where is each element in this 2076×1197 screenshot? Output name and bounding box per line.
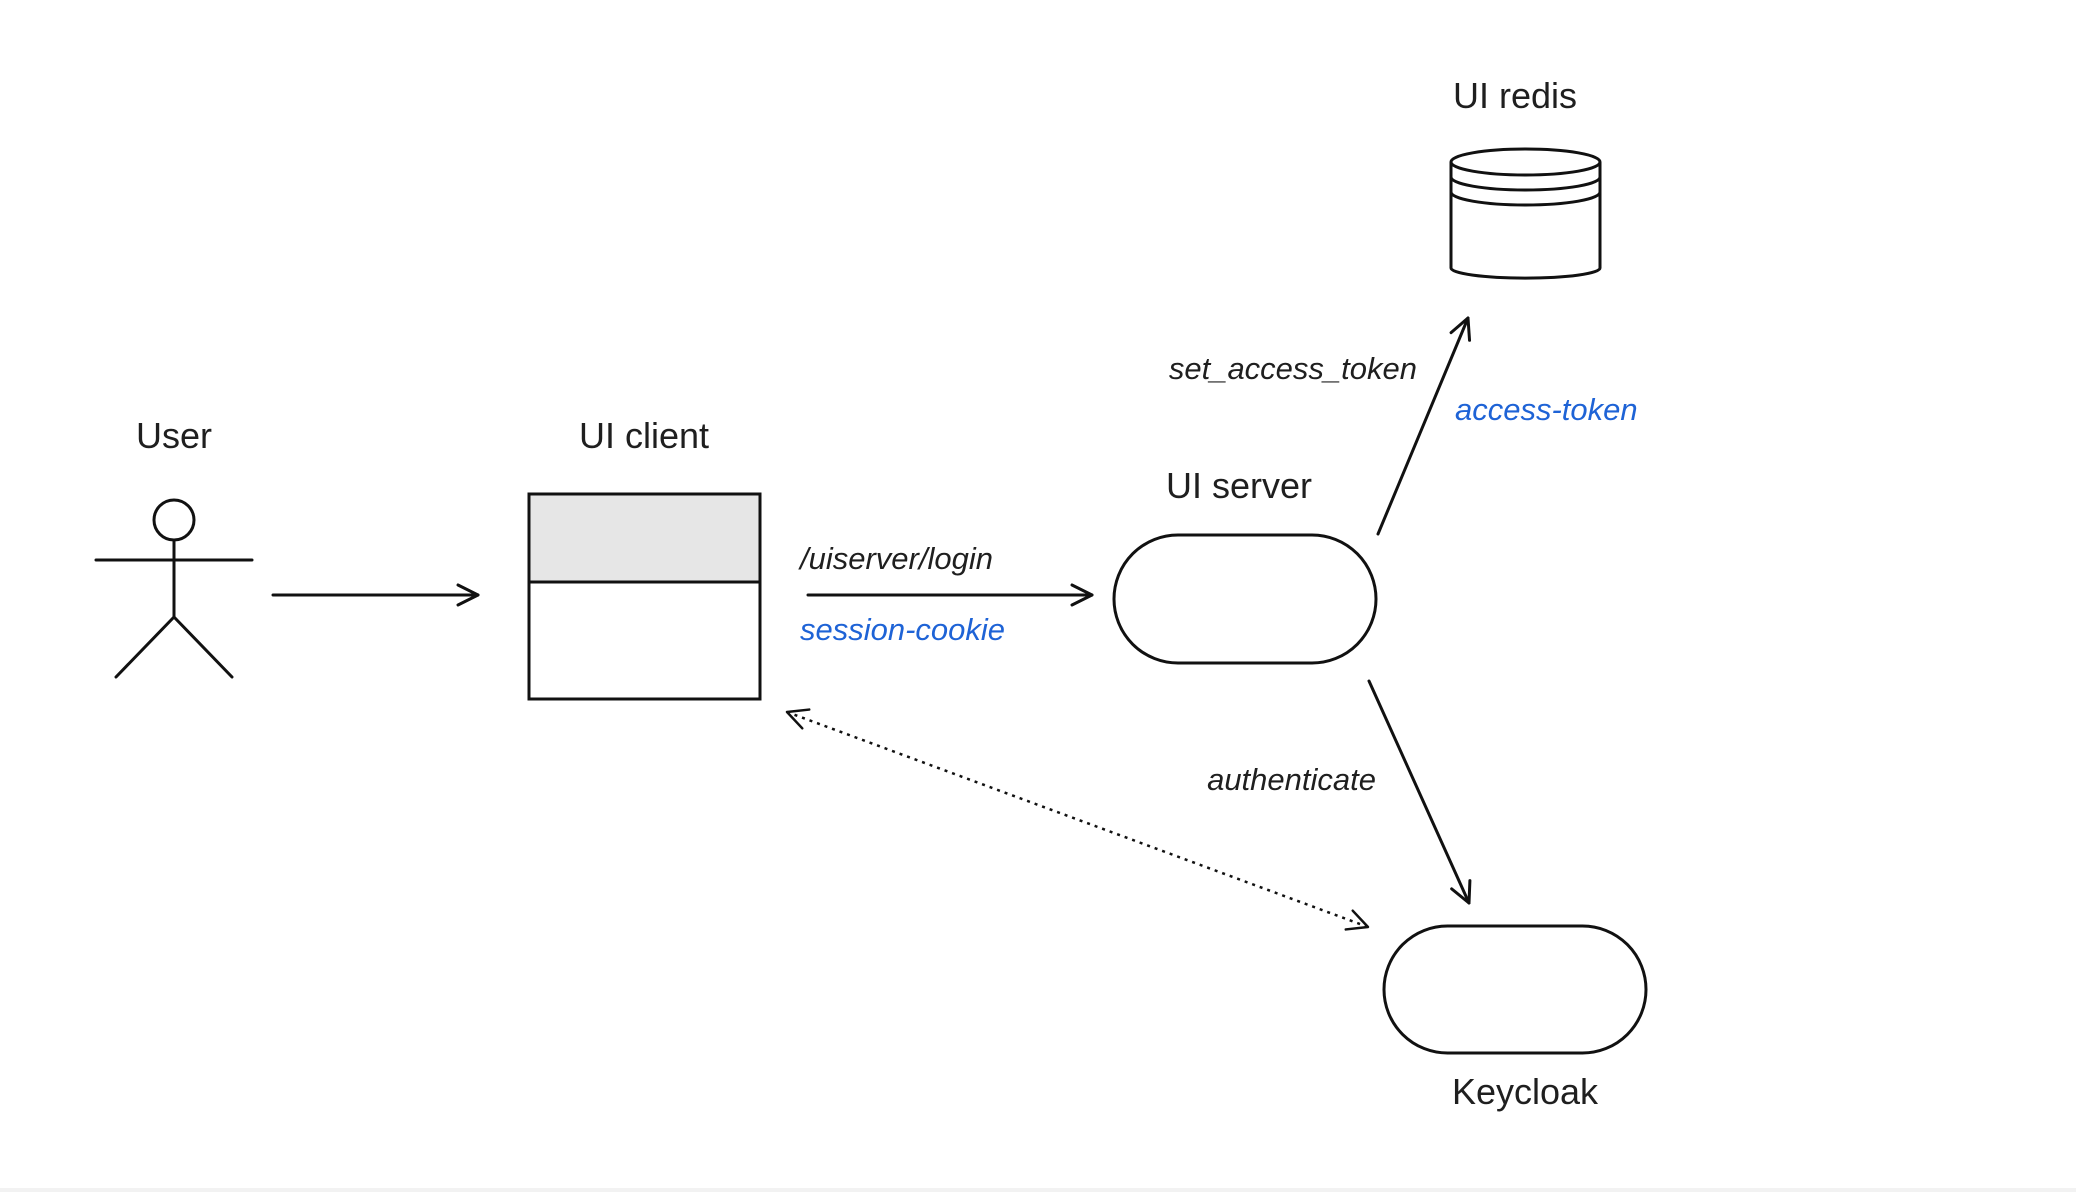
browser-window-icon: [527, 492, 762, 701]
ui-client-node: UI client: [527, 415, 762, 701]
actor-icon: [94, 498, 254, 679]
keycloak-label: Keycloak: [1452, 1071, 1599, 1112]
edge-set-access-token-label: set_access_token: [1169, 351, 1417, 386]
ui-redis-label: UI redis: [1453, 75, 1577, 116]
ui-server-shape: [1112, 533, 1378, 665]
edge-client-to-server: /uiserver/login session-cookie: [798, 541, 1094, 647]
edge-session-cookie-label: session-cookie: [800, 612, 1005, 647]
database-cylinder-icon: [1449, 147, 1602, 280]
ui-client-label: UI client: [579, 415, 709, 456]
keycloak-shape: [1382, 924, 1648, 1055]
keycloak-node: Keycloak: [1382, 924, 1648, 1112]
ui-redis-node: UI redis: [1449, 75, 1602, 280]
edge-server-to-redis: set_access_token access-token: [1169, 316, 1638, 536]
edge-authenticate-label: authenticate: [1207, 762, 1376, 797]
edge-client-keycloak: [785, 708, 1370, 931]
bottom-divider: [0, 1188, 2076, 1192]
ui-server-node: UI server: [1112, 465, 1378, 665]
edge-access-token-label: access-token: [1455, 392, 1638, 427]
edge-login-label: /uiserver/login: [798, 541, 993, 576]
ui-server-label: UI server: [1166, 465, 1312, 506]
user-node: User: [94, 415, 254, 679]
edge-server-to-keycloak: authenticate: [1207, 679, 1472, 905]
user-label: User: [136, 415, 212, 456]
